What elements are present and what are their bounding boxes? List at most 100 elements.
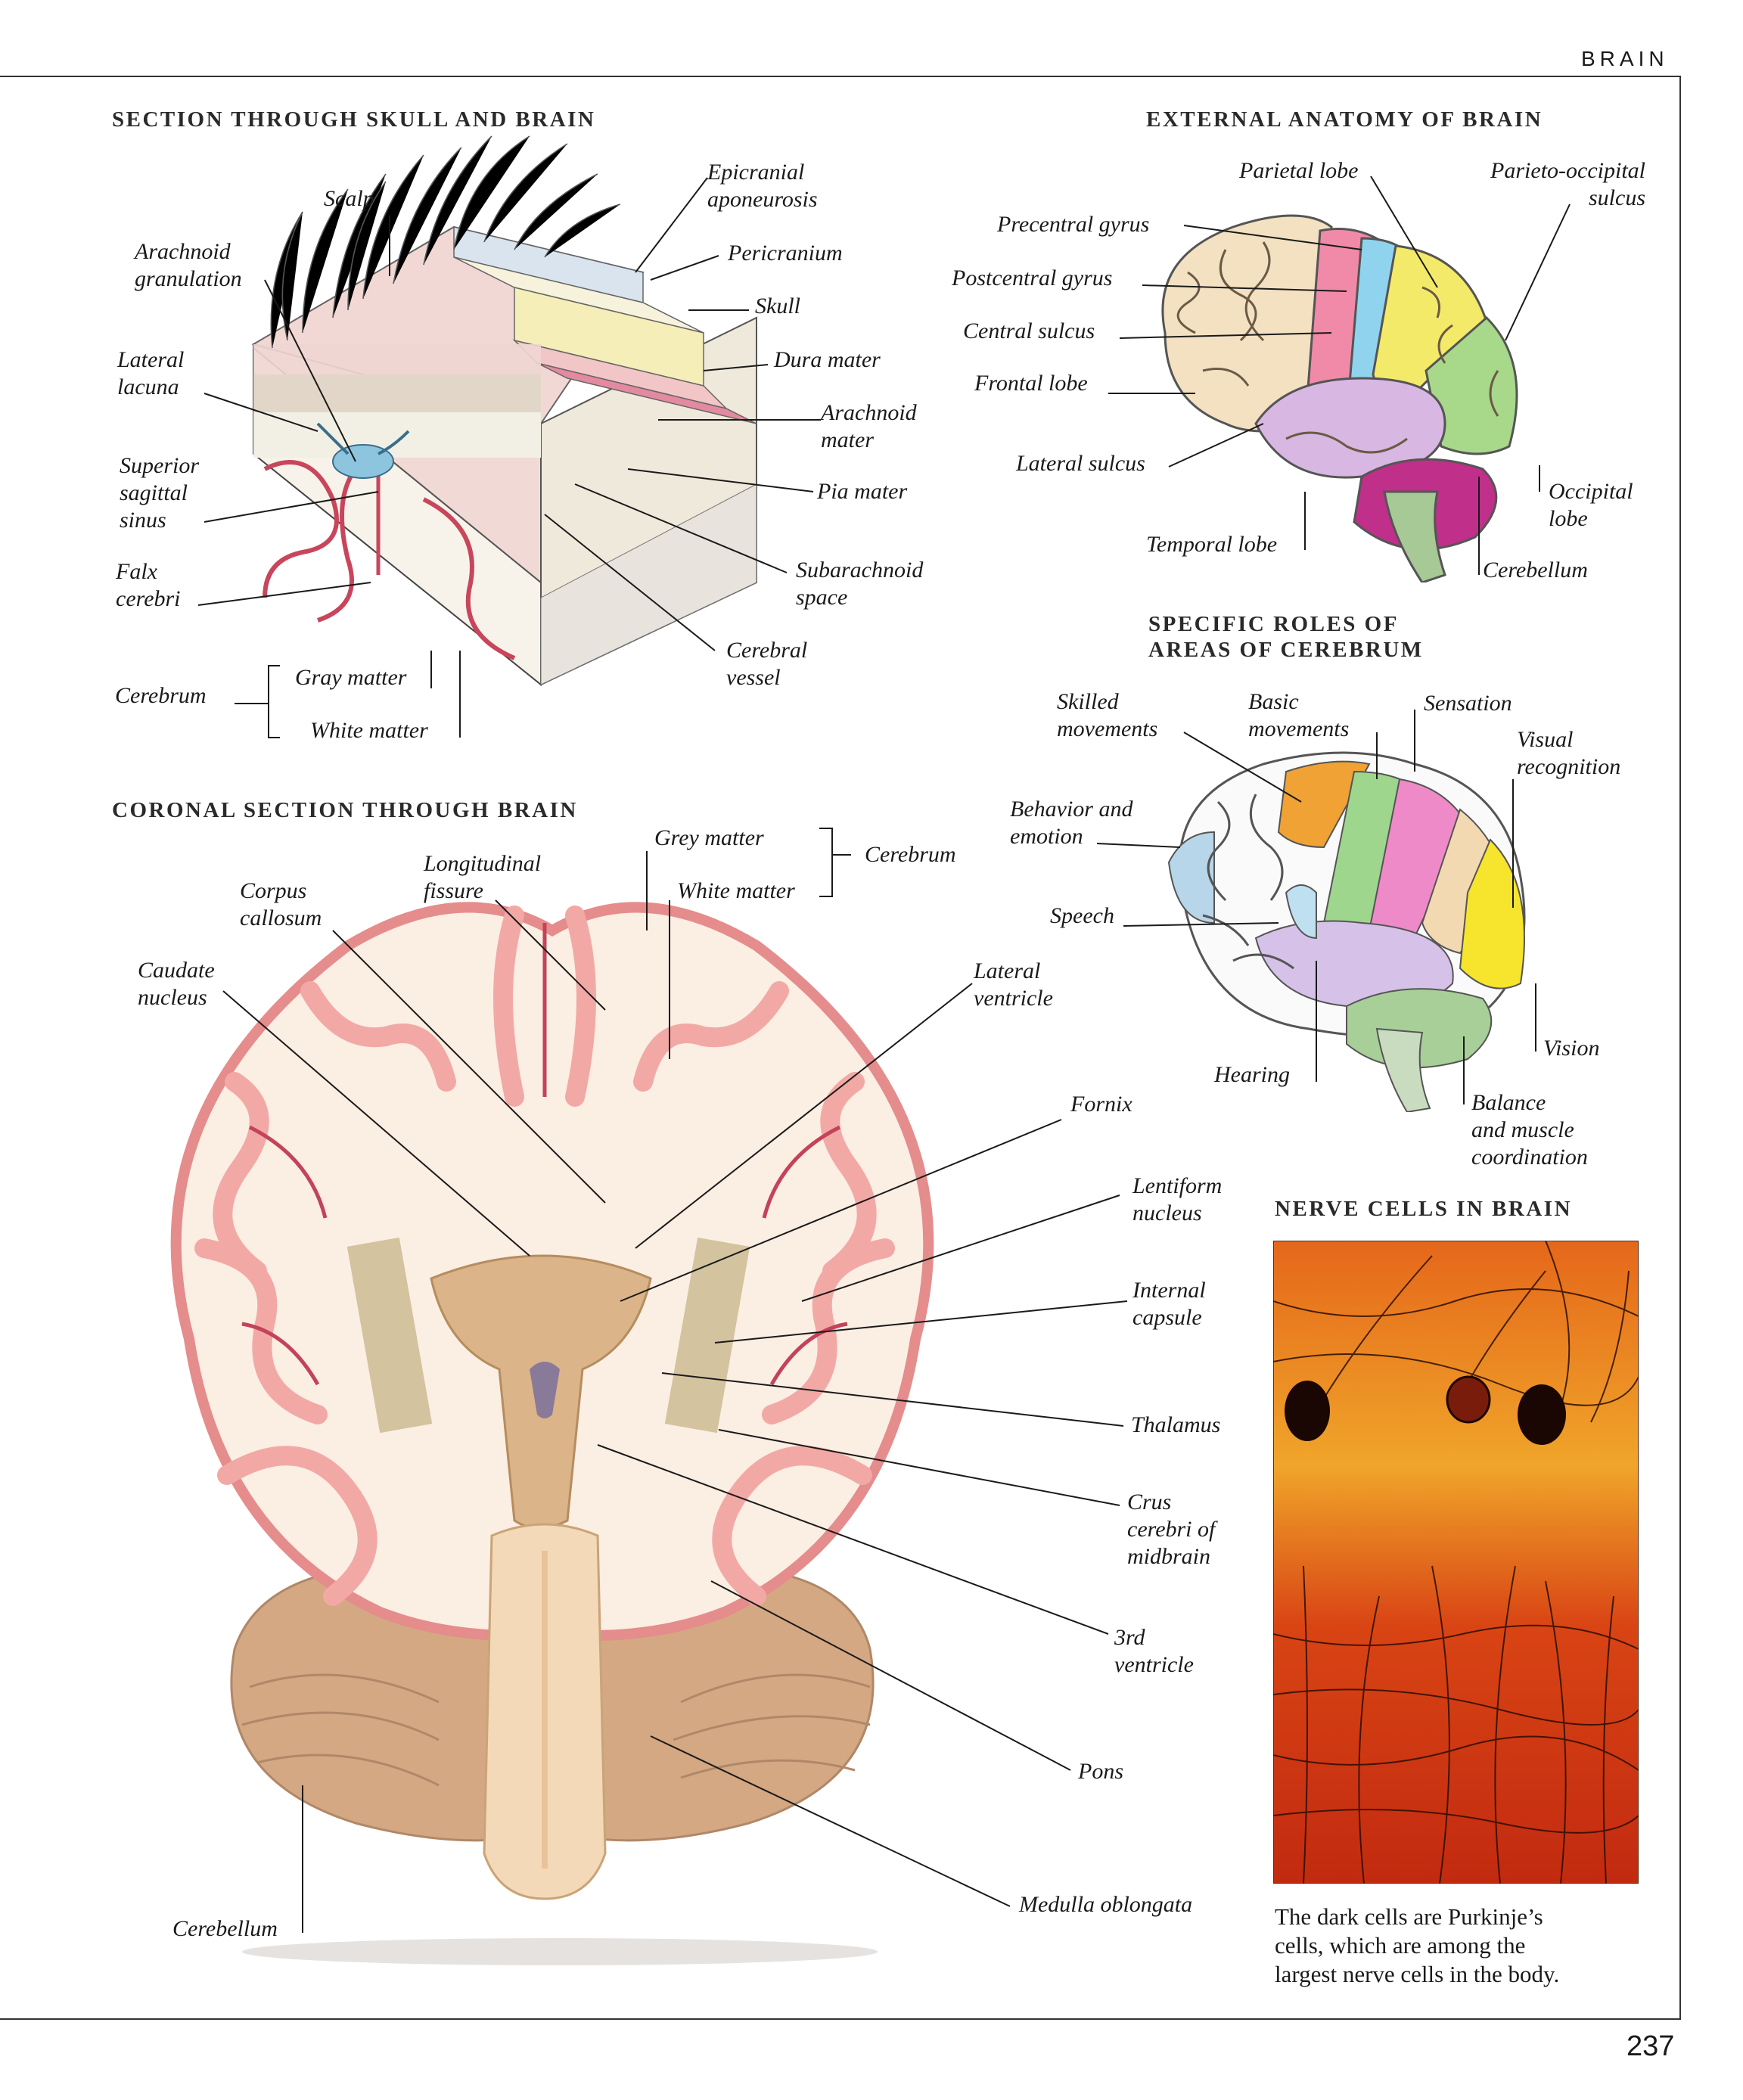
label-skull: Skull bbox=[755, 294, 800, 318]
label-line: Cerebral bbox=[726, 638, 808, 663]
skull-leader-lines bbox=[197, 177, 821, 738]
label-longitudinal-fissure: Longitudinal fissure bbox=[424, 850, 541, 905]
label-cerebellum-coronal: Cerebellum bbox=[172, 1916, 278, 1941]
label-frontal-lobe: Frontal lobe bbox=[974, 371, 1088, 396]
label-line: Occipital bbox=[1549, 479, 1633, 504]
label-medulla-oblongata: Medulla oblongata bbox=[1019, 1892, 1193, 1917]
label-lateral-sulcus: Lateral sulcus bbox=[1016, 451, 1145, 476]
label-central-sulcus: Central sulcus bbox=[963, 318, 1095, 343]
label-line: fissure bbox=[424, 878, 483, 903]
label-line: midbrain bbox=[1127, 1544, 1211, 1569]
roles-title-line: SPECIFIC ROLES OF bbox=[1148, 612, 1399, 636]
label-subarachnoid-space: Subarachnoid space bbox=[796, 557, 923, 611]
label-behavior-emotion: Behavior and emotion bbox=[1010, 796, 1132, 850]
label-postcentral-gyrus: Postcentral gyrus bbox=[952, 266, 1113, 290]
label-temporal-lobe: Temporal lobe bbox=[1146, 532, 1278, 557]
label-pons: Pons bbox=[1078, 1759, 1123, 1784]
label-line: Arachnoid bbox=[821, 400, 917, 425]
label-lateral-ventricle: Lateral ventricle bbox=[974, 958, 1053, 1012]
top-rule bbox=[0, 76, 1681, 77]
label-line: Lateral bbox=[117, 347, 185, 372]
page-number: 237 bbox=[1626, 2030, 1675, 2062]
label-cerebrum-coronal: Cerebrum bbox=[865, 842, 956, 867]
label-line: granulation bbox=[135, 266, 242, 291]
label-pia-mater: Pia mater bbox=[817, 479, 908, 504]
label-line: 3rd bbox=[1114, 1625, 1145, 1650]
label-falx-cerebri: Falx cerebri bbox=[116, 558, 181, 613]
label-scalp: Scalp bbox=[324, 186, 374, 211]
label-superior-sagittal-sinus: Superior sagittal sinus bbox=[120, 452, 199, 534]
label-pericranium: Pericranium bbox=[728, 241, 843, 266]
label-epicranial-aponeurosis: Epicranial aponeurosis bbox=[707, 159, 818, 213]
label-cerebral-vessel: Cerebral vessel bbox=[726, 637, 807, 691]
label-line: Lentiform bbox=[1132, 1173, 1223, 1198]
label-skilled-movements: Skilled movements bbox=[1057, 688, 1157, 743]
label-line: Caudate bbox=[138, 958, 215, 983]
label-dura-mater: Dura mater bbox=[774, 347, 881, 372]
label-line: and muscle bbox=[1471, 1117, 1574, 1142]
label-sensation: Sensation bbox=[1424, 691, 1512, 716]
label-lateral-lacuna: Lateral lacuna bbox=[117, 346, 184, 401]
label-internal-capsule: Internal capsule bbox=[1132, 1277, 1206, 1331]
skull-brain-section-illustration bbox=[251, 135, 757, 687]
label-line: Arachnoid bbox=[135, 239, 231, 264]
label-line: ventricle bbox=[1114, 1652, 1194, 1677]
label-precentral-gyrus: Precentral gyrus bbox=[997, 212, 1150, 237]
label-caudate-nucleus: Caudate nucleus bbox=[138, 957, 215, 1011]
label-arachnoid-mater: Arachnoid mater bbox=[821, 399, 917, 454]
label-line: ventricle bbox=[974, 986, 1053, 1011]
label-line: mater bbox=[821, 427, 874, 452]
label-grey-matter: Grey matter bbox=[654, 825, 764, 850]
purkinje-cells-micrograph bbox=[1273, 1241, 1639, 1884]
roles-title-line: AREAS OF CEREBRUM bbox=[1148, 638, 1424, 662]
label-line: emotion bbox=[1010, 824, 1083, 849]
label-line: lacuna bbox=[117, 374, 179, 399]
label-visual-recognition: Visual recognition bbox=[1517, 726, 1620, 781]
label-lentiform-nucleus: Lentiform nucleus bbox=[1132, 1173, 1222, 1227]
running-head: BRAIN bbox=[1581, 47, 1669, 70]
label-line: Behavior and bbox=[1010, 797, 1133, 822]
label-line: Subarachnoid bbox=[796, 558, 924, 582]
label-thalamus: Thalamus bbox=[1131, 1412, 1221, 1437]
label-arachnoid-granulation: Arachnoid granulation bbox=[135, 238, 242, 293]
label-line: vessel bbox=[726, 665, 781, 690]
nerve-cells-title: NERVE CELLS IN BRAIN bbox=[1275, 1197, 1573, 1221]
label-line: cerebri bbox=[116, 586, 181, 611]
caption-line: largest nerve cells in the body. bbox=[1275, 1961, 1560, 1987]
label-line: Crus bbox=[1127, 1490, 1172, 1514]
label-vision: Vision bbox=[1543, 1036, 1600, 1061]
label-line: Corpus bbox=[240, 878, 307, 903]
label-line: Superior bbox=[120, 453, 199, 478]
label-third-ventricle: 3rd ventricle bbox=[1114, 1624, 1194, 1679]
label-line: movements bbox=[1248, 716, 1350, 741]
right-rule bbox=[1679, 76, 1681, 2020]
label-line: Falx bbox=[116, 559, 157, 584]
label-crus-cerebri: Crus cerebri of midbrain bbox=[1127, 1489, 1215, 1570]
label-line: recognition bbox=[1517, 754, 1621, 779]
label-white-matter-skull: White matter bbox=[310, 718, 428, 743]
label-line: capsule bbox=[1132, 1305, 1202, 1330]
roles-brain-illustration bbox=[1167, 751, 1526, 1112]
label-line: Basic bbox=[1248, 689, 1299, 714]
label-cerebrum-skull: Cerebrum bbox=[115, 683, 207, 708]
coronal-brain-illustration bbox=[170, 902, 934, 1965]
label-line: space bbox=[796, 585, 848, 610]
roles-title: SPECIFIC ROLES OF AREAS OF CEREBRUM bbox=[1148, 611, 1424, 663]
label-line: Longitudinal bbox=[424, 851, 542, 876]
roles-leader-lines bbox=[1096, 710, 1536, 1104]
label-line: lobe bbox=[1549, 506, 1588, 531]
label-line: cerebri of bbox=[1127, 1517, 1216, 1542]
coronal-title: CORONAL SECTION THROUGH BRAIN bbox=[112, 798, 578, 822]
label-parieto-occipital-sulcus: Parieto-occipital sulcus bbox=[1456, 157, 1645, 212]
label-line: sinus bbox=[120, 508, 166, 533]
label-white-matter-coronal: White matter bbox=[677, 878, 795, 903]
caption-line: cells, which are among the bbox=[1275, 1932, 1526, 1959]
label-line: Epicranial bbox=[707, 160, 805, 185]
label-line: Balance bbox=[1471, 1090, 1546, 1115]
external-anatomy-title: EXTERNAL ANATOMY OF BRAIN bbox=[1146, 107, 1543, 132]
nerve-cells-caption: The dark cells are Purkinje’s cells, whi… bbox=[1275, 1903, 1559, 1989]
label-line: movements bbox=[1057, 716, 1158, 741]
label-line: Visual bbox=[1517, 727, 1574, 752]
label-corpus-callosum: Corpus callosum bbox=[240, 878, 322, 932]
label-speech: Speech bbox=[1050, 903, 1114, 928]
